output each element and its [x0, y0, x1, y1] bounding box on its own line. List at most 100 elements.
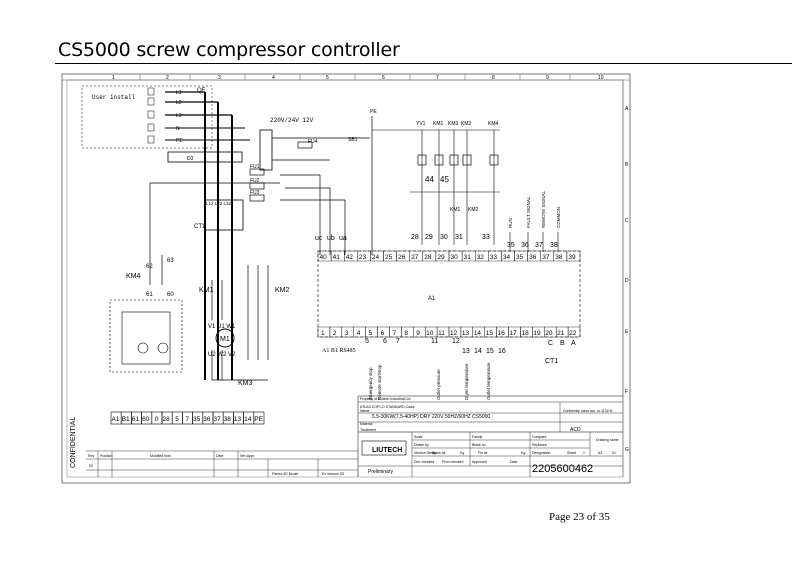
- top-terminal-26: 26: [398, 254, 406, 261]
- strip-label-60: 60: [142, 416, 150, 423]
- upper-number-38: 38: [550, 242, 558, 249]
- strip-cell: [253, 411, 265, 425]
- row-letter-A: A: [625, 106, 629, 112]
- strip-label-37: 37: [214, 416, 222, 423]
- upper-number-30: 30: [440, 234, 448, 241]
- top-terminal-37: 37: [542, 254, 550, 261]
- fuse-fu1: [249, 168, 265, 176]
- tb-logo: LIUTECH: [372, 447, 402, 454]
- sensor-number-6: 6: [383, 338, 387, 345]
- top-terminal-41: 41: [333, 254, 341, 261]
- fuse-label-fu1: FU1: [250, 164, 260, 170]
- top-terminal-27: 27: [411, 254, 419, 261]
- km3-label: KM3: [238, 380, 253, 387]
- km2-label: KM2: [275, 287, 290, 294]
- row-letter-B: B: [625, 162, 629, 168]
- top-terminal-24: 24: [372, 254, 380, 261]
- top-terminal-25: 25: [385, 254, 393, 261]
- top-terminal-36: 36: [529, 254, 537, 261]
- tb-family: Family: [472, 435, 483, 439]
- column-number-8: 8: [492, 75, 495, 81]
- rev-head-1: Rev: [88, 454, 94, 458]
- tb-prod-checked: Prod checked: [442, 460, 463, 464]
- bottom-terminal-14: 14: [474, 330, 482, 337]
- sb1-label: SB1: [348, 137, 358, 143]
- strip-label-38: 38: [224, 416, 232, 423]
- km4-label: KM4: [126, 273, 141, 280]
- km4-contact-62: 62: [146, 264, 153, 270]
- bottom-terminal-1: 1: [321, 330, 325, 337]
- confidential-label: CONFIDENTIAL: [70, 417, 77, 468]
- top-terminal-31: 31: [464, 254, 472, 261]
- rs485-ab-label: A1 B1 RS485: [322, 348, 356, 354]
- row-letter-C: C: [625, 218, 629, 224]
- transformer-symbol: [259, 129, 273, 171]
- relay-top-km2: KM2: [461, 121, 472, 127]
- tb-date: Date: [510, 460, 517, 464]
- fu4-fuse: [297, 141, 313, 149]
- row-letter-G: G: [625, 447, 629, 453]
- row-letter-D: D: [625, 278, 629, 284]
- title-block: [357, 395, 623, 477]
- dryer-box: [109, 299, 183, 373]
- sensor-number-7: 7: [396, 338, 400, 345]
- sensor-number-12: 12: [452, 338, 460, 345]
- bottom-terminal-17: 17: [510, 330, 518, 337]
- controller-a1-box: [317, 250, 581, 338]
- column-number-7: 7: [436, 75, 439, 81]
- tb-acd: ACD: [570, 427, 581, 433]
- current-input-ub: ub: [327, 235, 335, 242]
- pe-label: PE: [370, 109, 377, 115]
- top-terminal-33: 33: [490, 254, 498, 261]
- column-number-2: 2: [166, 75, 169, 81]
- column-number-1: 1: [112, 75, 115, 81]
- km4-contact-63: 63: [167, 258, 174, 264]
- supply-terminal-box: [147, 87, 155, 96]
- row-letter-F: F: [625, 389, 628, 395]
- sensor-desc-5: Outlet temperature: [486, 362, 491, 400]
- fuse-label-fu3: FU3: [250, 190, 260, 196]
- relay-top-yv1: YV1: [416, 121, 426, 127]
- motor-symbol: [215, 328, 235, 348]
- rev-head-4: Date: [216, 454, 223, 458]
- relay-coil: [449, 154, 459, 166]
- supply-terminal-box: [147, 97, 155, 106]
- strip-label-0: 0: [155, 416, 159, 423]
- rev-head-3: Modified from: [150, 454, 171, 458]
- rev-head-5: Ver./Appr.: [240, 454, 255, 458]
- bottom-terminal-4: 4: [357, 330, 361, 337]
- user-install-label: User install: [92, 94, 136, 101]
- tb-a3: A3: [598, 451, 602, 455]
- bottom-terminal-20: 20: [545, 330, 553, 337]
- sensor-desc-2: Remote start/stop: [377, 364, 382, 400]
- tb-standard: ATLAS COPCO STANDARD Class: [360, 405, 415, 409]
- strip-label-28: 28: [163, 416, 171, 423]
- controller-a1-label: A1: [428, 296, 436, 302]
- bottom-terminal-10: 10: [426, 330, 434, 337]
- fuse-label-fu2: FU2: [250, 178, 260, 184]
- breaker-box: [167, 151, 243, 163]
- bottom-terminal-2: 2: [333, 330, 337, 337]
- signal-label-3: REMOTE SIGNAL: [541, 190, 546, 228]
- ct-label-4: CT1: [545, 358, 558, 365]
- ct-phases-label: L12 L22 L32: [206, 201, 232, 206]
- revision-block: [86, 450, 358, 477]
- tb-scale: Scale: [414, 435, 423, 439]
- motor-terms-top: V1 U1 W1: [208, 324, 236, 330]
- signal-label-2: FAULT SIGNAL: [526, 196, 531, 228]
- rev-parent: Parent 3D Model: [272, 472, 298, 476]
- tb-replaces: Replaces: [532, 443, 547, 447]
- relay-top-km3: KM3: [448, 121, 459, 127]
- strip-label-a1: A1: [112, 416, 120, 423]
- top-terminal-23: 23: [359, 254, 367, 261]
- sensor-number-11: 11: [431, 338, 438, 345]
- tb-designation: Designation: [532, 451, 551, 455]
- relay-coil: [489, 154, 499, 166]
- motor-terms-bottom: U2 W2 V2: [208, 352, 236, 358]
